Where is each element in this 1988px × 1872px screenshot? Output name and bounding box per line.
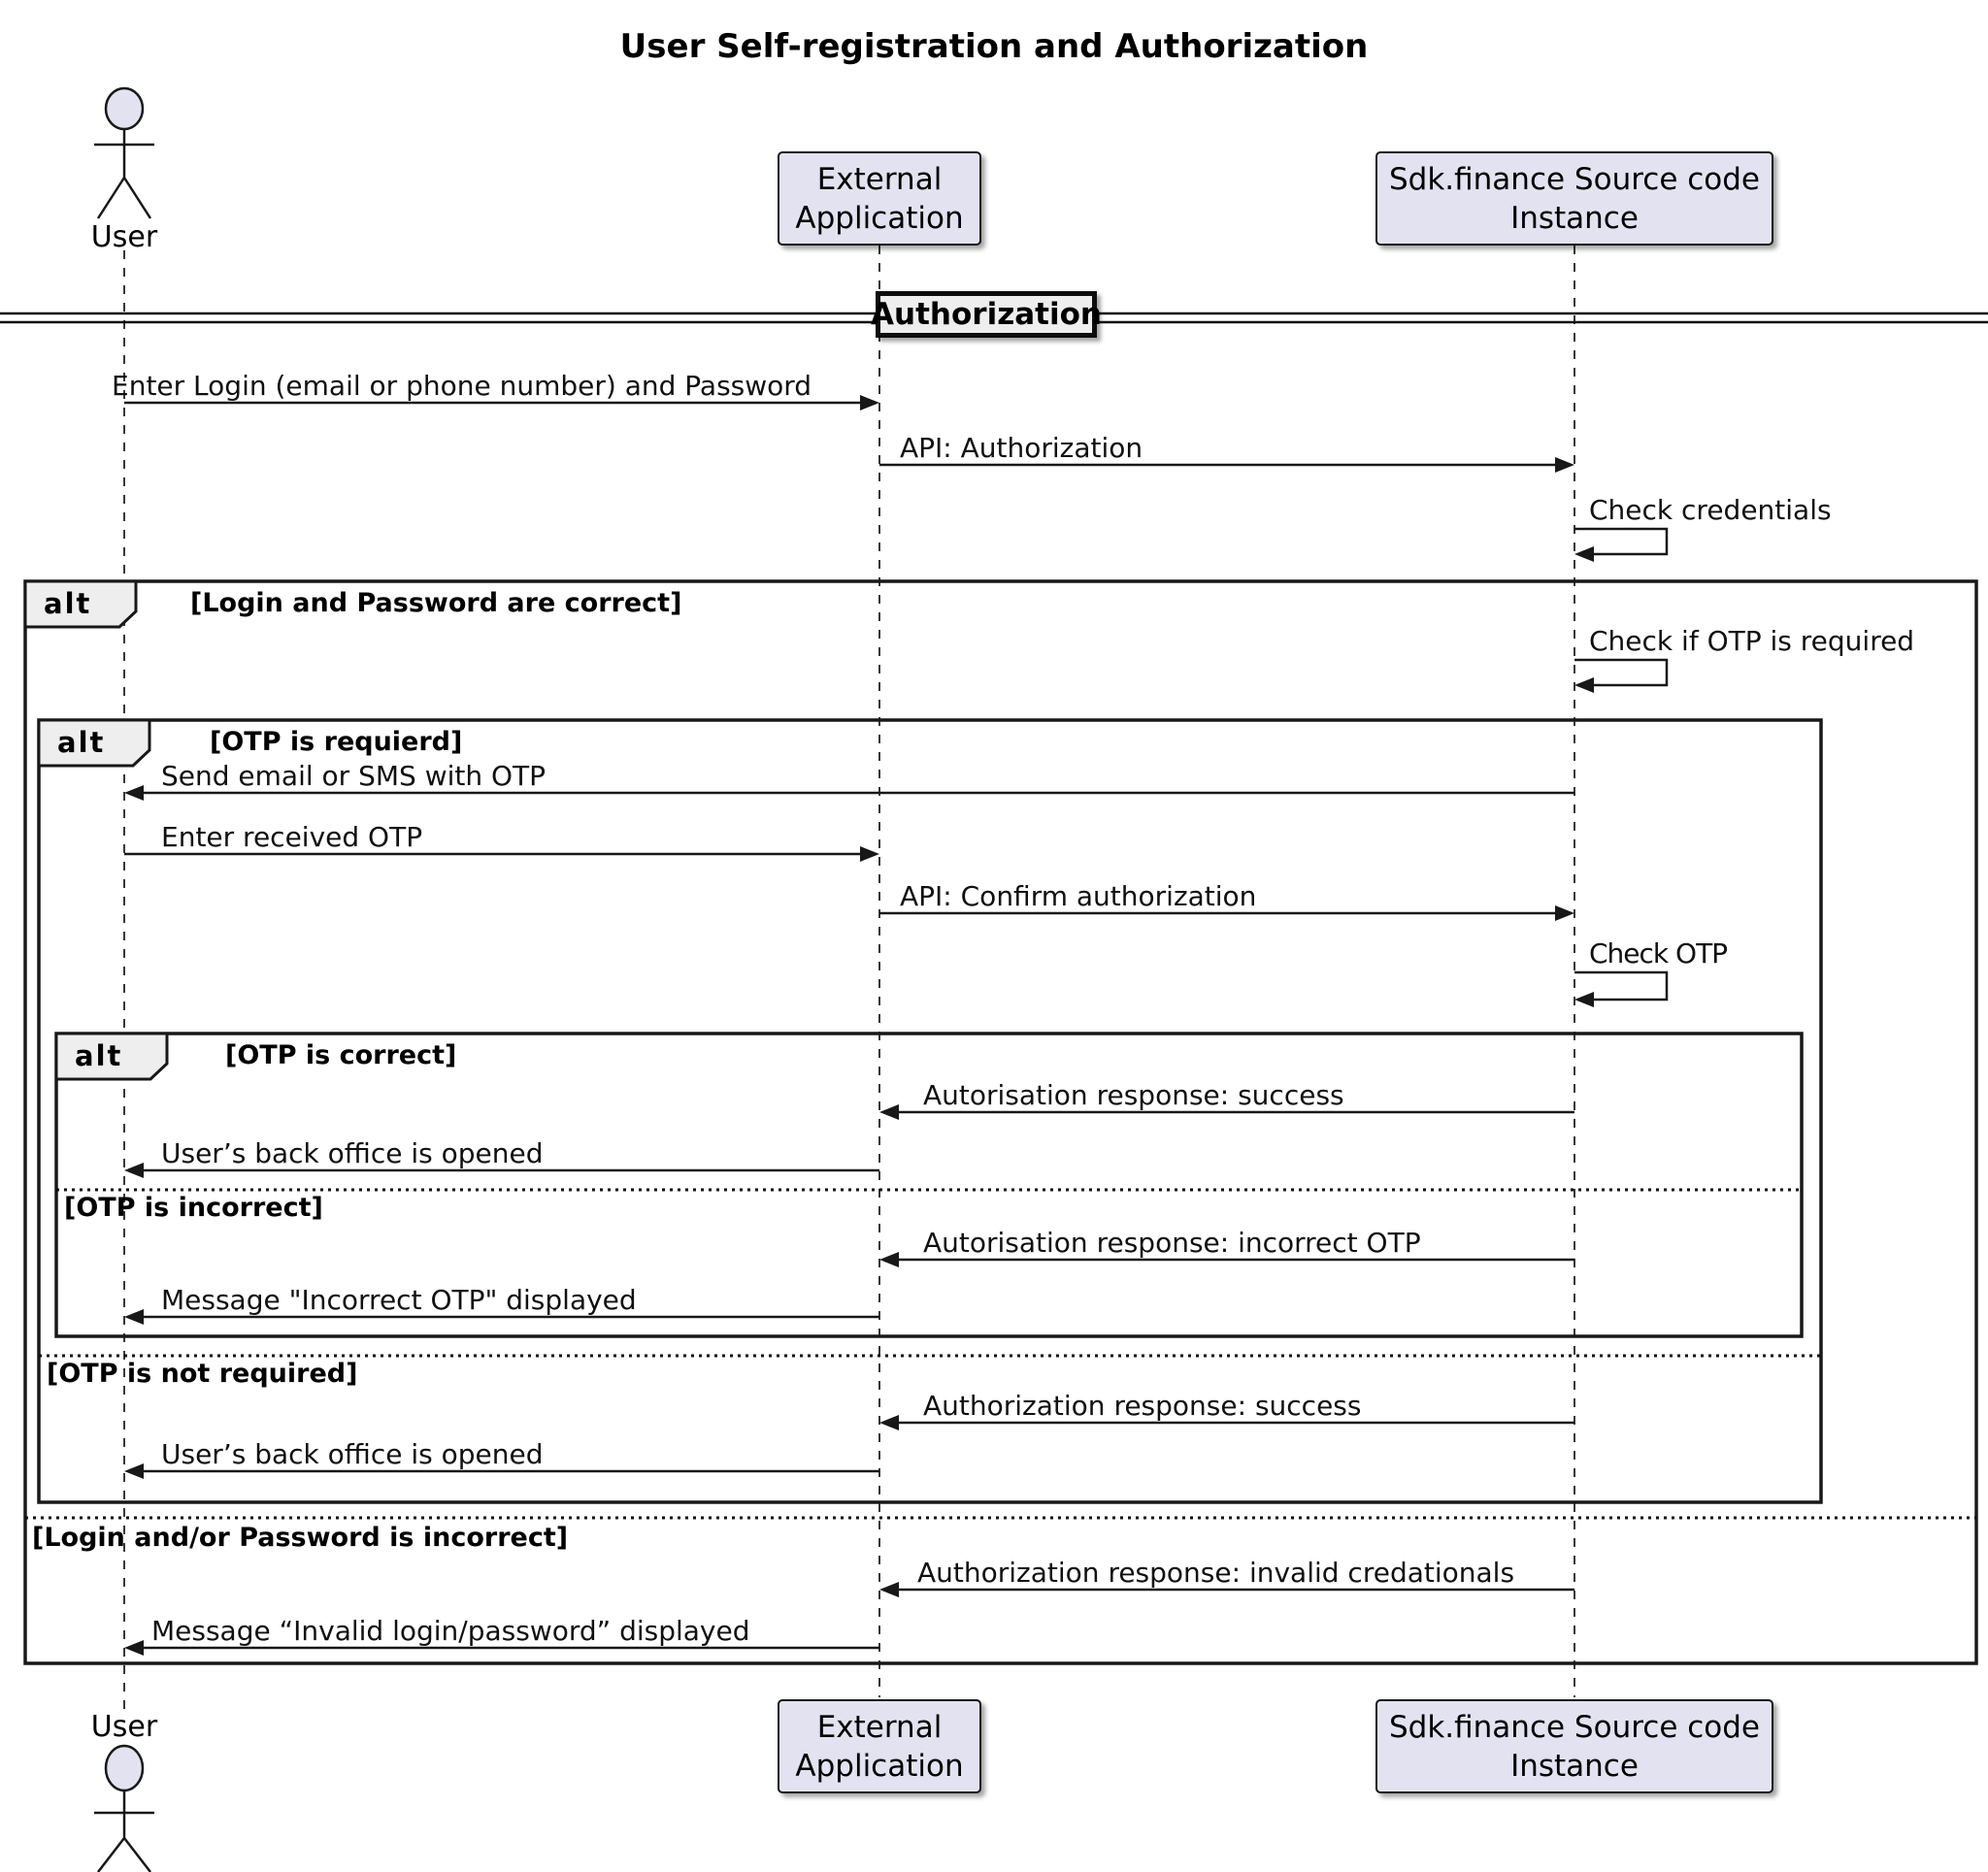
message-label-m6: Autorisation response: success: [923, 1079, 1344, 1111]
participant-name-line: Application: [795, 1748, 964, 1784]
divider-label-box: Authorization: [871, 291, 1102, 338]
participant-name-line: Sdk.finance Source code: [1388, 161, 1761, 197]
actor-figure-bottom: [94, 1744, 154, 1872]
alt-condition: [OTP is incorrect]: [64, 1193, 323, 1223]
self-message-loop-s3: [1574, 970, 1669, 1007]
message-arrow-m10: [879, 1415, 1574, 1430]
alt-condition: [Login and Password are correct]: [190, 588, 682, 618]
message-arrow-m8: [879, 1252, 1574, 1267]
message-arrow-m7: [124, 1163, 879, 1178]
lifelines: [123, 246, 1575, 1710]
message-arrow-m2: [879, 457, 1574, 473]
message-label-m5: API: Confirm authorization: [900, 880, 1257, 912]
message-label-m9: Message "Incorrect OTP" displayed: [161, 1284, 637, 1316]
alt-condition: [OTP is not required]: [47, 1359, 358, 1389]
alt-operator-otp: alt: [57, 726, 106, 759]
participant-name-line: Sdk.finance Source code: [1388, 1709, 1761, 1745]
message-label-m13: Message “Invalid login/password” display…: [151, 1615, 750, 1647]
alt-frame-otp: [37, 718, 1823, 1504]
message-label-m10: Authorization response: success: [923, 1390, 1362, 1422]
alt-frame-outer: [23, 579, 1978, 1665]
participant-name-line: Application: [795, 200, 964, 236]
participant-name-line: External: [816, 1709, 943, 1745]
alt-operator-tab: [37, 718, 151, 768]
actor-label-user-top: User: [90, 220, 158, 254]
alt-operator-tab: [23, 579, 138, 629]
participant-box-sdk-top: Sdk.finance Source code Instance: [1375, 151, 1773, 246]
message-arrow-m4: [124, 846, 879, 862]
message-label-m12: Authorization response: invalid credatio…: [917, 1557, 1515, 1589]
alt-condition: [OTP is correct]: [225, 1040, 457, 1070]
message-label-m7: User’s back office is opened: [161, 1137, 544, 1169]
participant-box-sdk-bottom: Sdk.finance Source code Instance: [1375, 1699, 1773, 1793]
message-label-m4: Enter received OTP: [161, 821, 423, 853]
message-label-m11: User’s back office is opened: [161, 1438, 544, 1470]
alt-operator-otp-check: alt: [75, 1039, 123, 1072]
self-message-loop-s1: [1574, 527, 1669, 562]
actor-label-user-bottom: User: [90, 1710, 158, 1744]
participant-box-external-app-bottom: External Application: [778, 1699, 981, 1793]
page-title: User Self-registration and Authorization: [619, 27, 1369, 66]
alt-operator-tab: [54, 1032, 169, 1081]
alt-condition: [Login and/or Password is incorrect]: [32, 1523, 569, 1553]
alt-frame-otp-check: [54, 1032, 1804, 1338]
self-message-loop-s2: [1574, 658, 1669, 693]
message-arrow-m12: [879, 1582, 1574, 1597]
message-arrow-m5: [879, 905, 1574, 921]
participant-name-line: Instance: [1510, 200, 1639, 236]
message-label-m1: Enter Login (email or phone number) and …: [112, 370, 812, 402]
alt-operator-outer: alt: [44, 587, 92, 620]
message-arrow-m11: [124, 1463, 879, 1479]
message-label-s2: Check if OTP is required: [1589, 625, 1915, 657]
message-label-m8: Autorisation response: incorrect OTP: [923, 1227, 1421, 1259]
actor-figure-top: [94, 86, 154, 219]
message-arrow-m3: [124, 785, 1574, 801]
message-label-m2: API: Authorization: [900, 432, 1143, 464]
message-arrow-m13: [124, 1640, 879, 1656]
message-label-s1: Check credentials: [1589, 494, 1832, 526]
alt-condition: [OTP is requierd]: [210, 727, 463, 757]
message-label-m3: Send email or SMS with OTP: [161, 760, 547, 792]
divider-label: Authorization: [871, 297, 1102, 332]
message-arrow-m9: [124, 1309, 879, 1325]
participant-box-external-app-top: External Application: [778, 151, 981, 246]
participant-name-line: External: [816, 161, 943, 197]
participant-name-line: Instance: [1510, 1748, 1639, 1784]
message-arrow-m6: [879, 1104, 1574, 1120]
message-label-s3: Check OTP: [1589, 937, 1728, 969]
message-arrow-m1: [124, 395, 879, 411]
